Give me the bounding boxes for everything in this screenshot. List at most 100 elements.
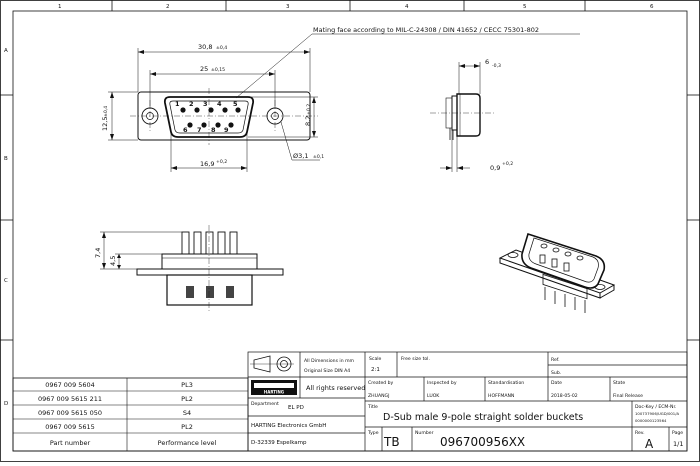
doc-key-value: 100737906/UGD/001/A bbox=[635, 411, 679, 416]
type-label: Type bbox=[367, 430, 379, 436]
page-label: Page bbox=[672, 430, 683, 436]
dim-flange: 0,9 bbox=[490, 164, 500, 172]
doc-key-label: Doc-Key / ECM-Nr. bbox=[635, 404, 676, 410]
dim-overall-width-tol: ±0,4 bbox=[216, 45, 227, 51]
dimension-lines bbox=[108, 33, 580, 172]
pin-number: 7 bbox=[197, 126, 202, 134]
company-name: HARTING Electronics GmbH bbox=[251, 423, 326, 429]
created-by-value: ZHUANGJ bbox=[368, 393, 389, 399]
dim-height: 12,5 bbox=[101, 117, 109, 131]
pin-number: 5 bbox=[233, 100, 238, 108]
part-number-cell: 0967 009 5615 050 bbox=[38, 409, 102, 417]
dim-overall-width: 30,8 bbox=[198, 43, 212, 51]
part-number-header: Part number bbox=[50, 439, 91, 447]
dims-note: All Dimensions in mm bbox=[304, 358, 355, 364]
part-number-cell: 0967 009 5604 bbox=[45, 381, 95, 389]
col-label: 3 bbox=[286, 4, 290, 10]
page-value: 1/1 bbox=[673, 440, 683, 448]
side-view: 6 -0,3 0,9 +0,2 bbox=[430, 58, 513, 172]
row-label: B bbox=[4, 156, 8, 162]
drawing-title: D-Sub male 9-pole straight solder bucket… bbox=[383, 412, 583, 423]
performance-level-cell: PL3 bbox=[181, 381, 193, 389]
scale-label: Scale bbox=[369, 356, 382, 362]
drawing-number: 096700956XX bbox=[440, 435, 525, 449]
performance-level-cell: PL2 bbox=[181, 395, 193, 403]
col-label: 2 bbox=[166, 4, 170, 10]
pin-number: 8 bbox=[211, 126, 216, 134]
dim-overall-height: 7,4 bbox=[94, 248, 102, 258]
pin-number: 2 bbox=[189, 100, 194, 108]
pin-number: 6 bbox=[183, 126, 188, 134]
dim-shell-height: 8,2 bbox=[304, 116, 312, 126]
col-label: 1 bbox=[58, 4, 62, 10]
dim-hole-diameter: Ø3,1 bbox=[293, 152, 308, 160]
isometric-view bbox=[498, 232, 616, 313]
date-label: Date bbox=[551, 380, 562, 386]
solder-buckets bbox=[181, 231, 238, 255]
original-size-note: Original Size DIN A4 bbox=[304, 368, 350, 374]
pin-number: 9 bbox=[224, 126, 229, 134]
dim-depth: 6 bbox=[485, 58, 489, 66]
dim-height-tol: ±0,4 bbox=[103, 106, 109, 117]
dim-hole-spacing-tol: ±0,15 bbox=[211, 67, 225, 73]
projection-symbol-icon bbox=[250, 355, 294, 373]
pin-windows bbox=[186, 286, 234, 298]
col-label: 4 bbox=[405, 4, 409, 10]
dim-shell-width: 16,9 bbox=[200, 160, 214, 168]
standardisation-value: HOFFMANN bbox=[488, 393, 514, 399]
pin-number: 3 bbox=[203, 100, 208, 108]
date-value: 2018-05-02 bbox=[551, 393, 578, 399]
scale-value: 2:1 bbox=[371, 367, 380, 373]
col-label: 6 bbox=[650, 4, 654, 10]
logo-text: HARTING bbox=[264, 390, 284, 395]
dim-flange-tol: +0,2 bbox=[502, 161, 513, 167]
part-number-cell: 0967 009 5615 bbox=[45, 423, 95, 431]
row-label: D bbox=[4, 401, 8, 407]
d-shell bbox=[163, 96, 255, 138]
row-label: C bbox=[4, 278, 8, 284]
company-address: D-32339 Espelkamp bbox=[251, 440, 307, 446]
pins-bottom-row bbox=[187, 122, 234, 128]
created-by-label: Created by bbox=[368, 380, 394, 386]
front-view: 1 2 3 4 5 6 7 8 9 bbox=[101, 26, 580, 172]
pin-number: 4 bbox=[217, 100, 222, 108]
harting-logo: HARTING bbox=[251, 380, 297, 395]
ecm-number: 0000000123564 bbox=[635, 418, 667, 423]
state-label: State bbox=[613, 380, 625, 386]
dimension-texts: 30,8 ±0,4 25 ±0,15 12,5 ±0,4 8,2 +0,2 16… bbox=[101, 26, 539, 168]
rev-value: A bbox=[645, 437, 654, 451]
tolerance-label: Free size tol. bbox=[401, 356, 430, 362]
title-label: Title bbox=[367, 404, 378, 410]
standardisation-label: Standardisation bbox=[488, 380, 524, 386]
dim-depth-tol: -0,3 bbox=[492, 63, 501, 69]
rev-label: Rev. bbox=[635, 430, 645, 436]
sub-label: Sub. bbox=[551, 370, 561, 376]
col-label: 5 bbox=[523, 4, 527, 10]
number-label: Number bbox=[415, 430, 434, 436]
pins-top-row bbox=[180, 107, 241, 113]
part-number-cell: 0967 009 5615 211 bbox=[38, 395, 102, 403]
state-value: Final Release bbox=[613, 393, 643, 399]
rights-note: All rights reserved bbox=[306, 384, 365, 392]
dimension-arrows bbox=[110, 50, 316, 170]
pin-numbers: 1 2 3 4 5 6 7 8 9 bbox=[175, 100, 238, 134]
parts-table: 0967 009 5604 PL3 0967 009 5615 211 PL2 … bbox=[12, 377, 249, 452]
dim-hole-diameter-tol: ±0,1 bbox=[313, 154, 324, 160]
row-label: A bbox=[4, 48, 8, 54]
type-value: TB bbox=[383, 435, 400, 449]
dim-bucket-height: 4,5 bbox=[109, 256, 117, 266]
dim-shell-height-tol: +0,2 bbox=[306, 104, 312, 115]
performance-level-cell: S4 bbox=[183, 409, 191, 417]
performance-level-cell: PL2 bbox=[181, 423, 193, 431]
inspected-by-value: LUOK bbox=[427, 393, 440, 399]
mating-face-note: Mating face according to MIL-C-24308 / D… bbox=[313, 26, 539, 34]
dim-shell-width-tol: +0,2 bbox=[216, 159, 227, 165]
bottom-view bbox=[100, 225, 284, 312]
inspected-by-label: Inspected by bbox=[427, 380, 457, 386]
title-block: All Dimensions in mm Original Size DIN A… bbox=[247, 351, 688, 452]
frame-labels: 1 2 3 4 5 6 A B C D bbox=[4, 4, 654, 407]
department-value: EL PD bbox=[288, 405, 304, 411]
pin-number: 1 bbox=[175, 100, 180, 108]
